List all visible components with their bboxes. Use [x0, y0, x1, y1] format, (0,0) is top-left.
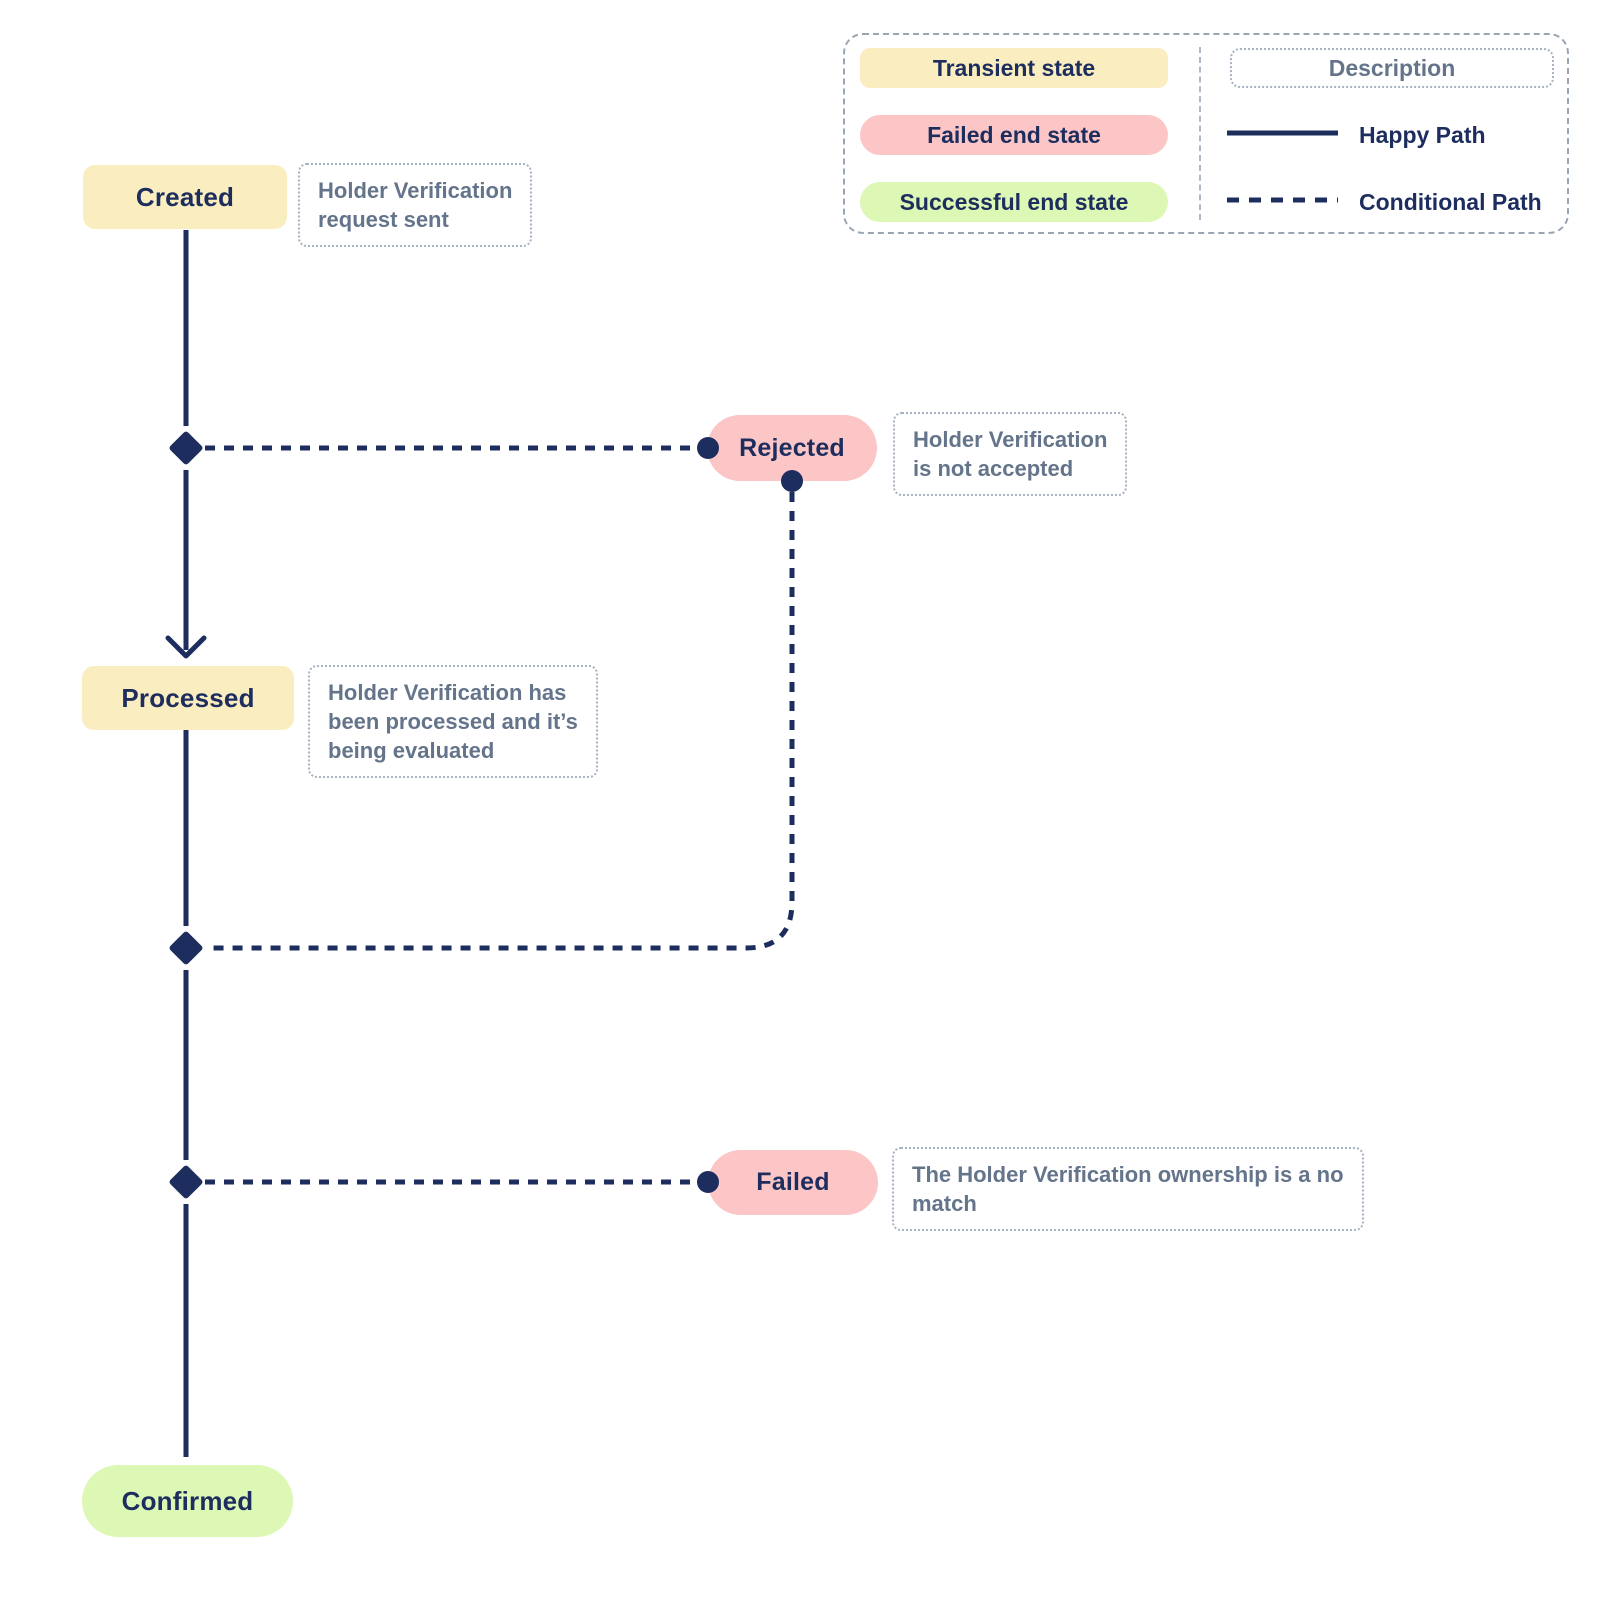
description-box-processed: Holder Verification has been processed a… — [308, 665, 598, 778]
state-node-rejected: Rejected — [707, 415, 877, 481]
decision-diamond-rejected-branch — [169, 431, 203, 465]
state-node-failed: Failed — [708, 1150, 878, 1215]
description-box-created: Holder Verification request sent — [298, 163, 533, 247]
decision-diamond-failed-branch — [169, 1165, 203, 1199]
description-box-rejected: Holder Verification is not accepted — [893, 412, 1128, 496]
legend-description-box: Description — [1230, 48, 1554, 88]
legend-divider — [1199, 47, 1201, 220]
description-box-failed: The Holder Verification ownership is a n… — [892, 1147, 1364, 1231]
arrowhead-into-processed — [165, 635, 207, 659]
decision-diamond-rejected-return — [169, 931, 203, 965]
legend-conditional-path-label: Conditional Path — [1359, 188, 1542, 215]
state-node-processed: Processed — [82, 666, 294, 730]
legend-successful-end-state-swatch: Successful end state — [860, 182, 1168, 222]
legend-transient-state-swatch: Transient state — [860, 48, 1168, 88]
legend: Transient state Failed end state Success… — [843, 33, 1569, 234]
legend-failed-end-state-swatch: Failed end state — [860, 115, 1168, 155]
state-node-created: Created — [83, 165, 287, 229]
state-node-confirmed: Confirmed — [82, 1465, 293, 1537]
legend-happy-path-label: Happy Path — [1359, 121, 1486, 148]
